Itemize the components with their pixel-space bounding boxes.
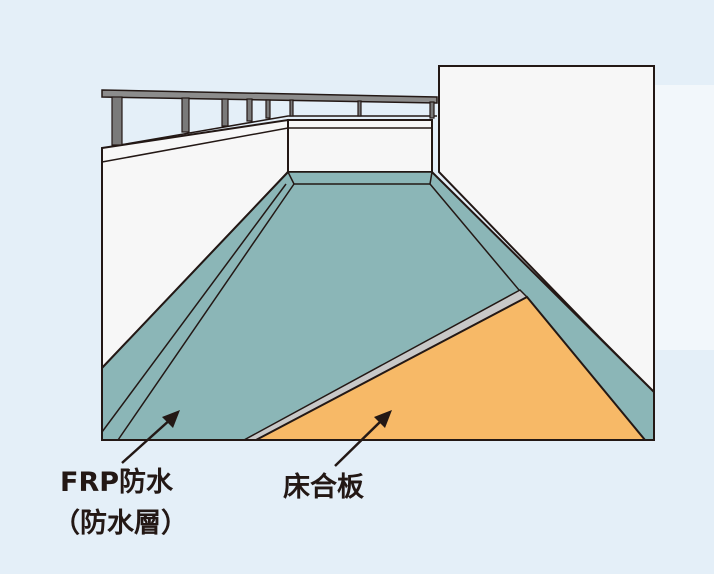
frp-left-upturn-line [101,183,287,433]
handrail-post [181,97,190,133]
handrail-post [429,101,435,119]
frp-waterproof-sublabel: （防水層） [53,508,188,539]
handrail-posts [111,96,435,146]
handrail-post [289,99,294,117]
handrail-post [357,100,362,117]
leader-arrow-frp [121,410,180,464]
background-panel [655,85,714,350]
handrail-top [101,89,438,104]
handrail-post [111,96,123,146]
floor-plywood-label: 床合板 [283,472,364,503]
frp-left-upturn-line-2 [117,183,295,441]
leader-arrow-frp-line [121,417,173,464]
handrail-post [221,98,229,127]
handrail-lower-bar [119,115,437,146]
leader-arrow-floor-head [374,410,392,428]
handrail-post [265,99,271,119]
parapet-cap [101,127,432,163]
leader-arrow-floor [334,410,392,467]
leader-arrow-floor-line [334,417,385,467]
handrail-post [246,98,253,122]
leader-arrow-frp-head [162,410,180,428]
frp-waterproof-label: FRP防水 [60,467,174,498]
frp-back-upturn [286,171,433,185]
